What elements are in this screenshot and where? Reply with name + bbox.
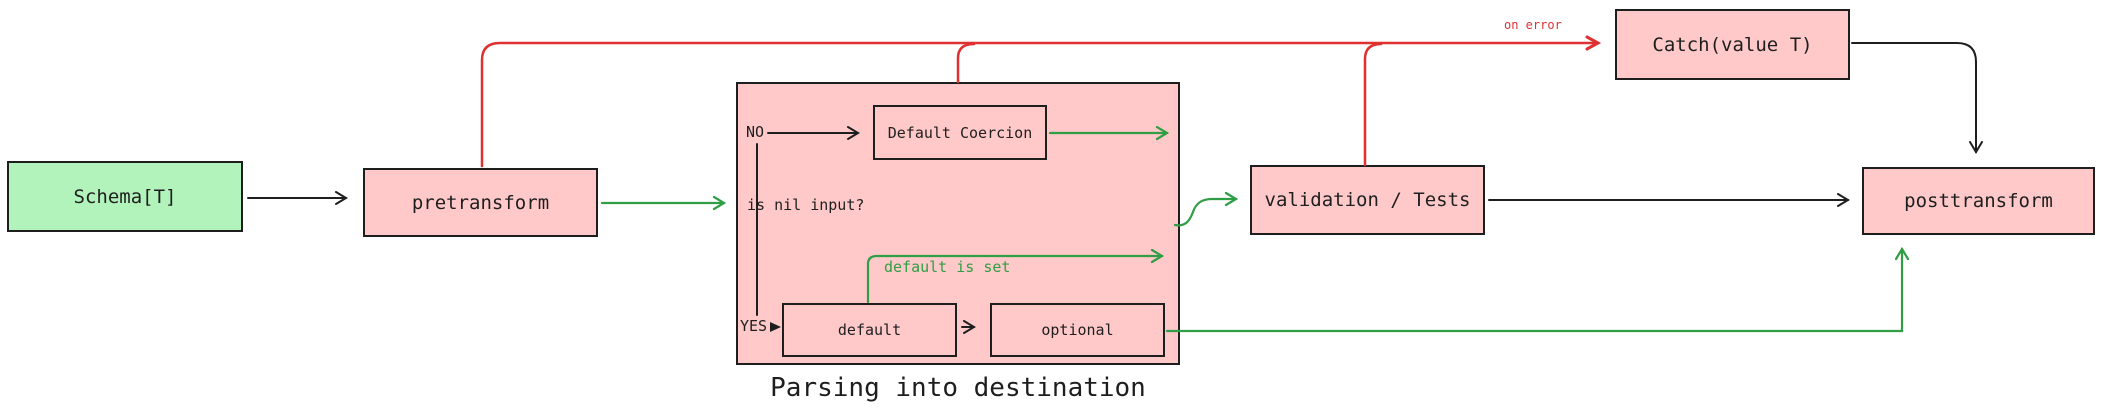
edge-container-to-validation	[1173, 199, 1236, 227]
node-catch: Catch(value T)	[1615, 9, 1850, 80]
node-schema: Schema[T]	[7, 161, 243, 232]
node-validation: validation / Tests	[1250, 165, 1485, 235]
branch-yes-label: YES	[740, 317, 768, 335]
nil-question-label: is nil input?	[747, 196, 865, 214]
node-optional-label: optional	[1041, 321, 1114, 339]
edge-validation-error-branch	[1363, 42, 1383, 167]
node-default-label: default	[837, 321, 902, 339]
diagram-caption: Parsing into destination	[770, 373, 1146, 403]
node-schema-label: Schema[T]	[73, 185, 177, 208]
on-error-label: on error	[1504, 18, 1562, 32]
edge-catch-to-posttransform	[1851, 42, 1983, 154]
node-default-coercion: Default Coercion	[873, 105, 1047, 160]
node-default-coercion-label: Default Coercion	[887, 123, 1033, 142]
edge-container-error-branch	[956, 42, 976, 84]
node-pretransform-label: pretransform	[411, 191, 550, 214]
default-is-set-label: default is set	[884, 258, 1011, 276]
branch-no-label: NO	[746, 123, 765, 141]
edge-optional-to-posttransform	[1165, 249, 1902, 333]
node-validation-label: validation / Tests	[1264, 189, 1471, 211]
node-default: default	[782, 303, 957, 357]
node-optional: optional	[990, 303, 1165, 357]
node-catch-label: Catch(value T)	[1652, 33, 1813, 56]
node-posttransform: posttransform	[1862, 167, 2095, 235]
node-posttransform-label: posttransform	[1904, 190, 2053, 212]
node-pretransform: pretransform	[363, 168, 598, 237]
